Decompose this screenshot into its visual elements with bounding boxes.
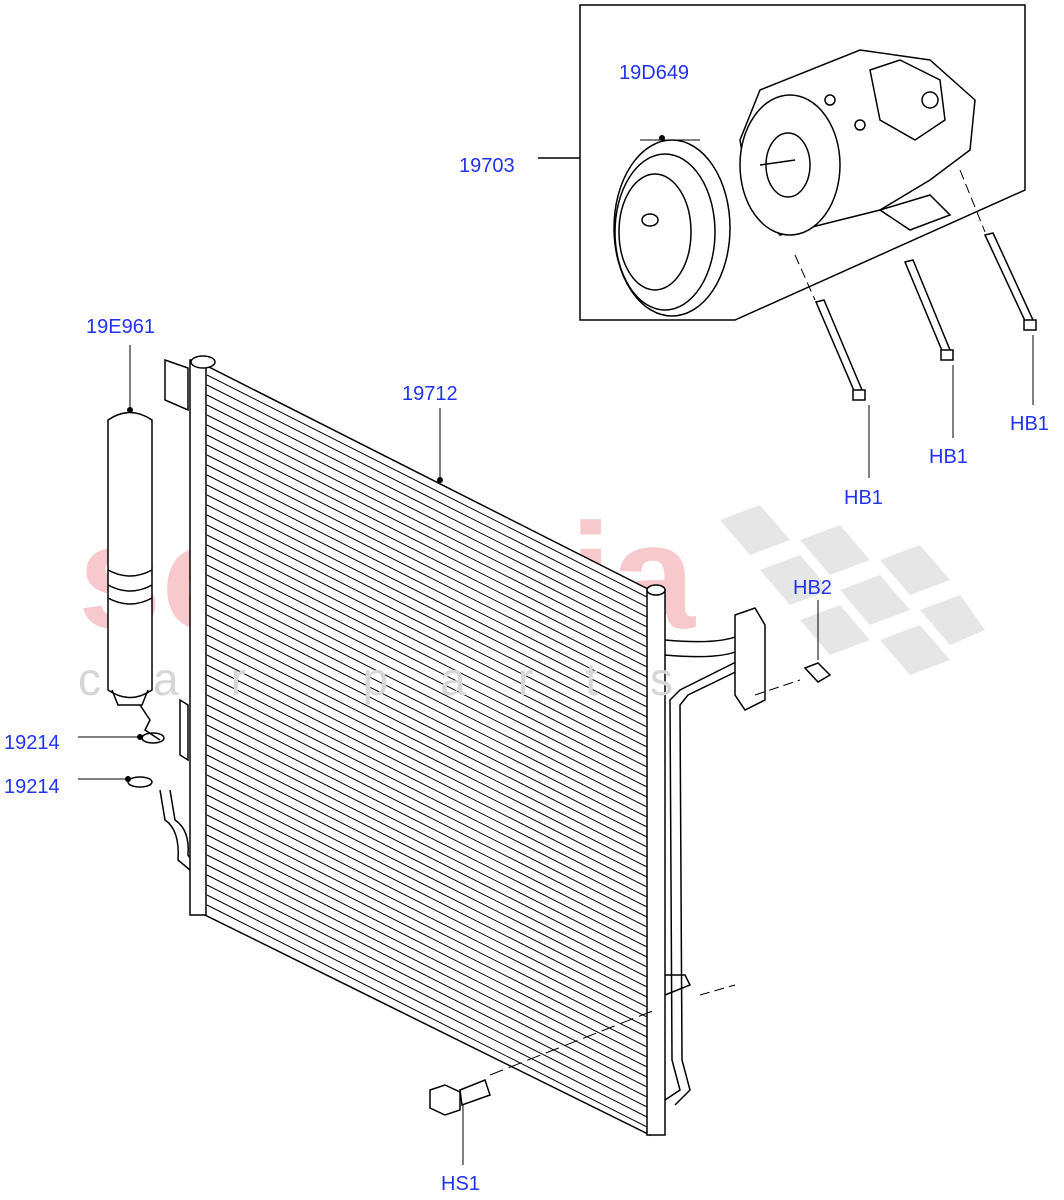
- condenser-fin: [206, 834, 648, 1058]
- condenser-fin: [206, 444, 648, 668]
- condenser-fin: [206, 524, 648, 748]
- label-19712[interactable]: 19712: [402, 383, 458, 405]
- label-hb1-right[interactable]: HB1: [1010, 413, 1049, 435]
- condenser-fin: [206, 424, 648, 648]
- condenser-fin: [206, 854, 648, 1078]
- condenser-fin: [206, 384, 648, 608]
- bolt-hs1: [429, 1009, 656, 1165]
- compressor-assembly[interactable]: [538, 4, 1026, 321]
- condenser-fin: [206, 594, 648, 818]
- condenser-fin: [206, 814, 648, 1038]
- condenser-fin: [206, 704, 648, 928]
- condenser-fin: [206, 544, 648, 768]
- condenser-fin: [206, 764, 648, 988]
- label-hs1[interactable]: HS1: [441, 1173, 480, 1195]
- condenser-fin: [206, 474, 648, 698]
- condenser-fin: [206, 494, 648, 718]
- condenser-fin: [206, 434, 648, 658]
- condenser-fin: [206, 794, 648, 1018]
- condenser-fin: [206, 684, 648, 908]
- condenser-fin: [206, 374, 648, 598]
- condenser-fin: [206, 604, 648, 828]
- label-hb1-left[interactable]: HB1: [844, 487, 883, 509]
- condenser-fin: [206, 404, 648, 628]
- leader-lines: [868, 335, 1034, 478]
- condenser-fin: [206, 574, 648, 798]
- condenser-fin: [206, 624, 648, 848]
- condenser-fin: [206, 484, 648, 708]
- condenser-fin: [206, 694, 648, 918]
- condenser-fin: [206, 554, 648, 778]
- label-19214-lower[interactable]: 19214: [4, 776, 60, 798]
- label-hb2[interactable]: HB2: [793, 577, 832, 599]
- condenser-fin: [206, 884, 648, 1108]
- condenser-fin: [206, 674, 648, 898]
- condenser-fins: [206, 374, 648, 1128]
- condenser-fin: [206, 654, 648, 878]
- label-19703[interactable]: 19703: [459, 155, 515, 177]
- condenser-fin: [206, 564, 648, 788]
- label-19e961[interactable]: 19E961: [86, 316, 155, 338]
- condenser-fin: [206, 894, 648, 1118]
- o-rings: [78, 704, 191, 871]
- condenser-fin: [206, 784, 648, 1008]
- condenser-fin: [206, 584, 648, 808]
- condenser[interactable]: [164, 355, 766, 1137]
- condenser-fin: [206, 904, 648, 1128]
- condenser-fin: [206, 634, 648, 858]
- condenser-fin: [206, 774, 648, 998]
- condenser-fin: [206, 464, 648, 688]
- label-19214-upper[interactable]: 19214: [4, 732, 60, 754]
- condenser-fin: [206, 804, 648, 1028]
- bolt-hb2: [754, 600, 832, 696]
- condenser-fin: [206, 724, 648, 948]
- condenser-fin: [206, 644, 648, 868]
- condenser-fin: [206, 614, 648, 838]
- condenser-fin: [206, 844, 648, 1068]
- condenser-fin: [206, 864, 648, 1088]
- compressor-body[interactable]: [739, 49, 976, 236]
- condenser-fin: [206, 824, 648, 1048]
- condenser-fin: [206, 734, 648, 958]
- label-19d649[interactable]: 19D649: [619, 62, 689, 84]
- condenser-fin: [206, 664, 648, 888]
- condenser-fin: [206, 504, 648, 728]
- condenser-fin: [206, 754, 648, 978]
- label-hb1-middle[interactable]: HB1: [929, 446, 968, 468]
- condenser-fin: [206, 744, 648, 968]
- condenser-fin: [206, 414, 648, 638]
- condenser-fin: [206, 514, 648, 738]
- receiver-drier[interactable]: [107, 345, 153, 706]
- compressor-bolts: [794, 169, 1037, 401]
- condenser-fin: [206, 534, 648, 758]
- condenser-fin: [206, 394, 648, 618]
- pulley[interactable]: [613, 135, 731, 317]
- callout-labels: 19D649 19703 19E961 19712 HB1 HB1 HB1 HB…: [4, 62, 1049, 1195]
- condenser-fin: [206, 714, 648, 938]
- condenser-fin: [206, 874, 648, 1098]
- condenser-fin: [206, 454, 648, 678]
